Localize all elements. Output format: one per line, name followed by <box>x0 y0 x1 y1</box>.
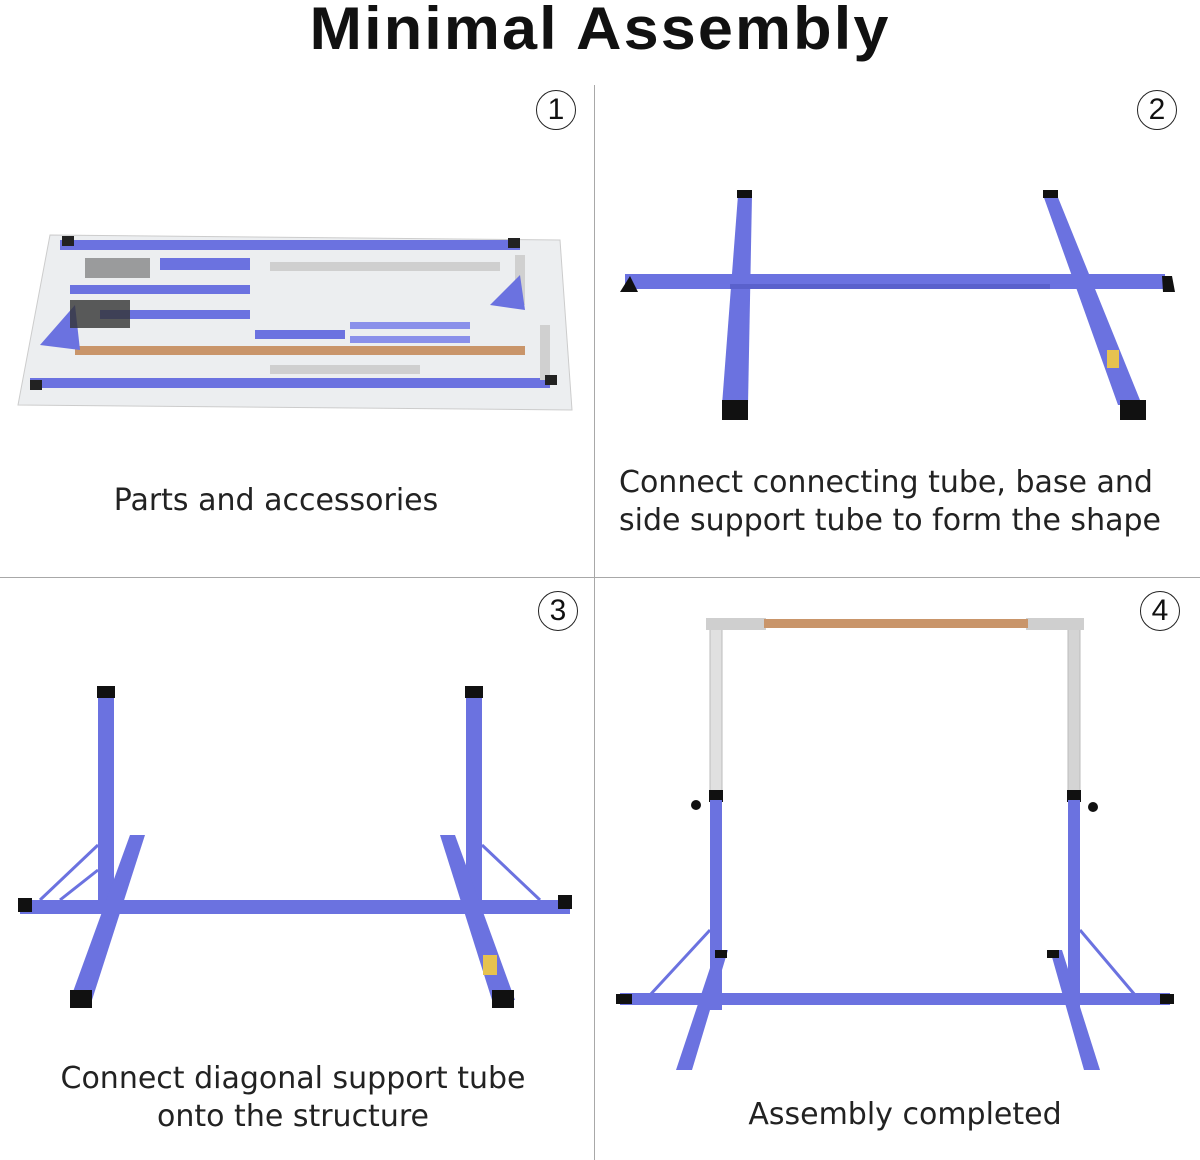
caption-line: Connect diagonal support tube <box>60 1061 526 1096</box>
step-number-1: 1 <box>536 90 576 130</box>
step-3-caption: Connect diagonal support tube onto the s… <box>0 1060 586 1136</box>
caption-line: Assembly completed <box>748 1097 1062 1132</box>
horizontal-divider <box>0 577 1200 578</box>
step-number-3: 3 <box>538 591 578 631</box>
step-number-4: 4 <box>1140 591 1180 631</box>
caption-line: onto the structure <box>157 1099 429 1134</box>
frame-with-diagonals-image <box>18 686 572 1008</box>
page-title: Minimal Assembly <box>309 0 891 62</box>
step-1-caption: Parts and accessories <box>0 482 552 520</box>
caption-line: Parts and accessories <box>113 483 439 518</box>
step-number-2: 2 <box>1137 90 1177 130</box>
caption-line: side support tube to form the shape <box>619 503 1161 538</box>
step-4-caption: Assembly completed <box>600 1096 1200 1134</box>
base-frame-image <box>620 190 1175 420</box>
step-2-caption: Connect connecting tube, base and side s… <box>619 464 1161 540</box>
completed-bar-image <box>616 618 1174 1070</box>
caption-line: Connect connecting tube, base and <box>619 465 1153 500</box>
parts-box-image <box>17 234 573 411</box>
vertical-divider <box>594 85 595 1160</box>
